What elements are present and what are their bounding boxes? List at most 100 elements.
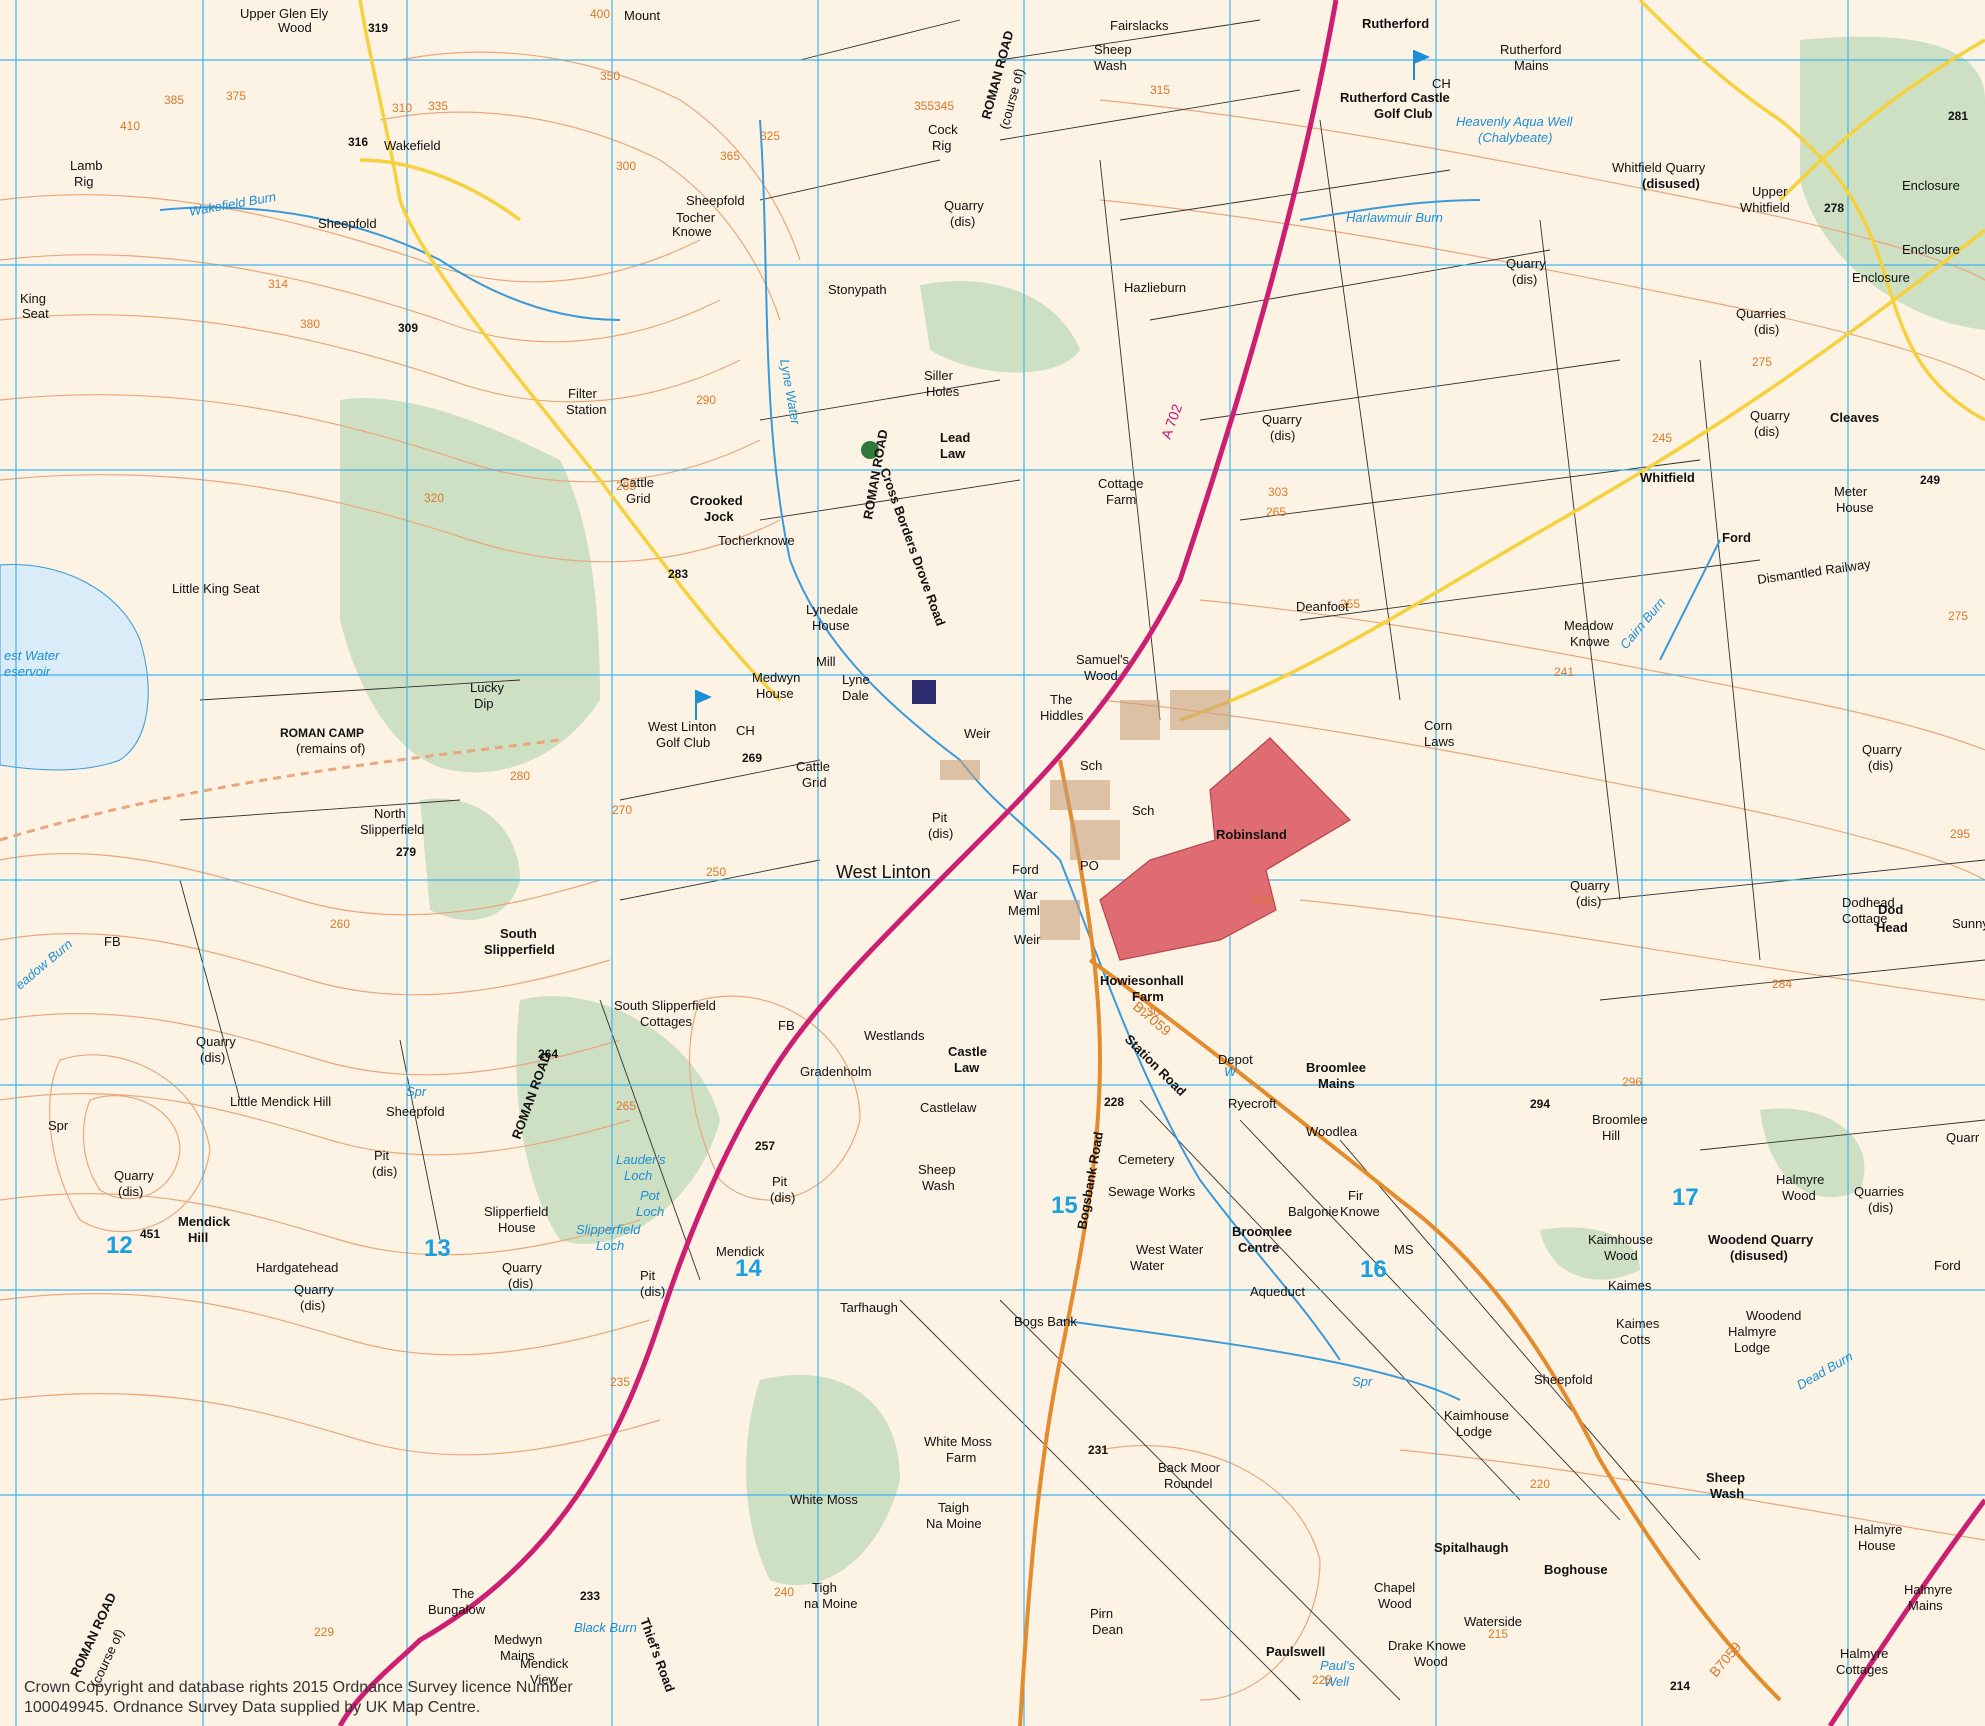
place-label: (dis) xyxy=(372,1164,397,1179)
a702-road[interactable] xyxy=(337,0,1339,1726)
contour-value: 275 xyxy=(1948,609,1968,623)
place-label: Rutherford Castle xyxy=(1340,90,1450,105)
water-label: Loch xyxy=(624,1168,652,1183)
track xyxy=(0,738,561,842)
place-label: Centre xyxy=(1238,1240,1279,1255)
place-label: Sheepfold xyxy=(386,1104,445,1119)
contour-value: 295 xyxy=(1950,827,1970,841)
spot-height: 309 xyxy=(398,321,418,335)
place-label: Sch xyxy=(1132,803,1154,818)
contour-value: 265 xyxy=(1266,505,1286,519)
contour-value: 215 xyxy=(1488,1627,1508,1641)
place-label: Laws xyxy=(1424,734,1455,749)
place-label: Woodend xyxy=(1746,1308,1801,1323)
place-label: Mains xyxy=(500,1648,535,1663)
water-label: Loch xyxy=(596,1238,624,1253)
place-label: Lynedale xyxy=(806,602,858,617)
burn xyxy=(1059,1319,1461,1401)
place-label: Boghouse xyxy=(1544,1562,1608,1577)
a702-road-east[interactable] xyxy=(1827,1498,1985,1726)
place-label: Ford xyxy=(1722,530,1751,545)
place-label: Quarry xyxy=(294,1282,334,1297)
place-label: FB xyxy=(104,934,121,949)
place-label: Law xyxy=(954,1060,980,1075)
place-label: Weir xyxy=(964,726,991,741)
place-label: Rutherford xyxy=(1500,42,1561,57)
water-label: est Water xyxy=(4,648,60,663)
west-water-reservoir xyxy=(0,563,149,771)
minor-road[interactable] xyxy=(358,0,782,702)
place-label: Rig xyxy=(74,174,94,189)
place-label: Lamb xyxy=(70,158,103,173)
place-label: Wood xyxy=(1414,1654,1448,1669)
water-label: (Chalybeate) xyxy=(1478,130,1552,145)
place-label: Mill xyxy=(816,654,836,669)
contour-value: 250 xyxy=(706,865,726,879)
place-label: Quarry xyxy=(1262,412,1302,427)
contour-value: 350 xyxy=(600,69,620,83)
contour-value: 275 xyxy=(1752,355,1772,369)
river-label: Black Burn xyxy=(574,1620,637,1635)
place-label: Lyne xyxy=(842,672,870,687)
place-label: North xyxy=(374,806,406,821)
place-label: Quarry xyxy=(1862,742,1902,757)
place-label: Enclosure xyxy=(1902,242,1960,257)
place-label: Spr xyxy=(48,1118,69,1133)
place-label: Mains xyxy=(1514,58,1549,73)
place-label: Mendick xyxy=(178,1214,231,1229)
water-label: Spr xyxy=(406,1084,427,1099)
place-label: Upper Glen Ely xyxy=(240,6,329,21)
place-label: Broomlee xyxy=(1306,1060,1366,1075)
place-label: Farm xyxy=(1106,492,1136,507)
viewpoint-icon xyxy=(861,441,879,459)
west-linton-buildings xyxy=(940,690,1230,940)
place-label: Siller xyxy=(924,368,954,383)
place-label: Broomlee xyxy=(1232,1224,1292,1239)
place-label: Wood xyxy=(1782,1188,1816,1203)
place-label: Quarries xyxy=(1736,306,1786,321)
place-label: (remains of) xyxy=(296,741,365,756)
woodland-patch xyxy=(516,996,720,1244)
place-label: Sheepfold xyxy=(318,216,377,231)
cairn-burn xyxy=(1659,539,1721,661)
place-label: Quarry xyxy=(944,198,984,213)
place-label: Medwyn xyxy=(494,1632,542,1647)
minor-road[interactable] xyxy=(1179,228,1985,722)
place-label: Wood xyxy=(1084,668,1118,683)
place-label: Water xyxy=(1130,1258,1165,1273)
place-label: PO xyxy=(1080,858,1099,873)
contour-value: 265 xyxy=(616,1099,636,1113)
place-label: Ford xyxy=(1934,1258,1961,1273)
contour-value: 280 xyxy=(510,769,530,783)
minor-road[interactable] xyxy=(1638,0,1985,422)
place-label: Tocherknowe xyxy=(718,533,795,548)
place-label: South Slipperfield xyxy=(614,998,716,1013)
contour-value: 310 xyxy=(392,101,412,115)
minor-road[interactable] xyxy=(1778,38,1985,202)
contour-value: 325 xyxy=(760,129,780,143)
contour-value: 375 xyxy=(226,89,246,103)
contour-value: 235 xyxy=(610,1375,630,1389)
contour-value: 314 xyxy=(268,277,288,291)
place-label: Spitalhaugh xyxy=(1434,1540,1508,1555)
place-label: (dis) xyxy=(1576,894,1601,909)
place-label: House xyxy=(498,1220,536,1235)
place-label: Bungalow xyxy=(428,1602,486,1617)
place-label: Quarry xyxy=(1506,256,1546,271)
bogsbank-road[interactable] xyxy=(1018,759,1103,1726)
b7059-road[interactable] xyxy=(1088,958,1782,1702)
woodland-patch xyxy=(746,1374,900,1586)
minor-roads[interactable] xyxy=(358,0,1985,722)
minor-road[interactable] xyxy=(359,158,522,222)
place-label: Rig xyxy=(932,138,952,153)
place-label: Little King Seat xyxy=(172,581,260,596)
place-label: Golf Club xyxy=(1374,106,1433,121)
place-label: West Linton xyxy=(648,719,716,734)
place-label: Quarry xyxy=(196,1034,236,1049)
west-water-river xyxy=(1059,859,1341,1361)
place-label: (dis) xyxy=(1868,1200,1893,1215)
place-label: Ryecroft xyxy=(1228,1096,1277,1111)
robinsland-highlight[interactable] xyxy=(1099,737,1351,961)
